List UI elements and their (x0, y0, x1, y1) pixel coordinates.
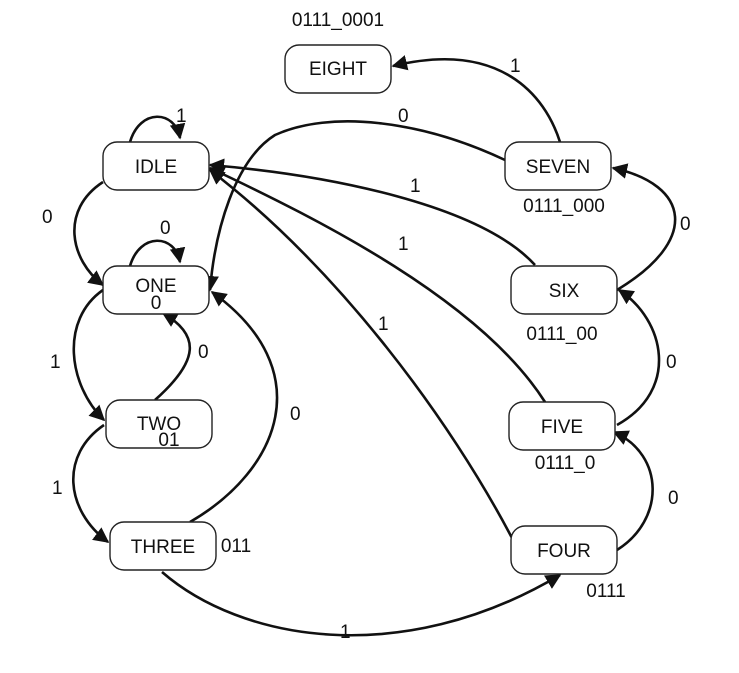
state-two: TWO (105, 399, 213, 449)
output-four: 0111 (586, 581, 625, 602)
state-three-label: THREE (131, 537, 195, 558)
edge-seven-to-eight: 1 (391, 55, 562, 143)
edge-label-one-self-loop: 0 (160, 218, 171, 239)
state-four-label: FOUR (537, 541, 591, 562)
output-seven: 0111_000 (523, 196, 605, 217)
output-five: 0111_0 (535, 453, 596, 474)
edge-label-idle-to-one: 0 (42, 207, 53, 228)
output-six: 0111_00 (526, 324, 597, 345)
edge-label-two-to-three: 1 (52, 478, 63, 499)
output-two: 01 (158, 430, 179, 451)
state-five: FIVE (508, 401, 616, 451)
state-eight: EIGHT (284, 44, 392, 94)
edge-label-two-to-one: 0 (198, 342, 209, 363)
edge-label-five-to-idle: 1 (398, 234, 409, 255)
edge-label-three-to-four: 1 (340, 622, 351, 643)
edge-five-to-six: 0 (616, 288, 677, 427)
edge-label-six-to-idle: 1 (410, 176, 421, 197)
edge-label-seven-to-one: 0 (398, 106, 409, 127)
edge-two-to-three: 1 (52, 423, 110, 544)
edge-label-one-to-two: 1 (50, 352, 61, 373)
edge-four-to-idle: 1 (208, 168, 514, 539)
output-eight: 0111_0001 (292, 10, 384, 31)
edge-label-six-to-seven: 0 (680, 214, 691, 235)
edge-idle-self-loop: 1 (128, 106, 187, 143)
state-seven-label: SEVEN (526, 157, 590, 178)
state-five-label: FIVE (541, 417, 583, 438)
edge-one-to-two: 1 (50, 288, 106, 422)
edge-three-to-four: 1 (161, 571, 562, 643)
edge-six-to-idle: 1 (208, 158, 536, 266)
state-one-label: ONE (135, 276, 176, 297)
edge-one-self-loop: 0 (128, 218, 186, 267)
state-idle-label: IDLE (135, 157, 177, 178)
state-two-label: TWO (137, 414, 181, 435)
state-four: FOUR (510, 525, 618, 575)
state-one: ONE (102, 265, 210, 315)
edge-label-three-to-one: 0 (290, 404, 301, 425)
state-idle: IDLE (102, 141, 210, 191)
state-six-label: SIX (549, 281, 580, 302)
edge-four-to-five: 0 (612, 430, 679, 552)
edge-label-idle-self-loop: 1 (176, 106, 187, 127)
state-three: THREE (109, 521, 217, 571)
edge-label-seven-to-eight: 1 (510, 56, 521, 77)
output-three: 011 (221, 536, 251, 557)
state-eight-label: EIGHT (309, 59, 367, 80)
edge-three-to-one: 0 (189, 290, 301, 524)
edge-idle-to-one: 0 (42, 180, 105, 287)
output-one: 0 (151, 293, 162, 314)
edge-label-four-to-five: 0 (668, 488, 679, 509)
edge-seven-to-one: 0 (203, 106, 506, 292)
edge-label-four-to-idle: 1 (378, 314, 389, 335)
state-seven: SEVEN (504, 141, 612, 191)
state-six: SIX (510, 265, 618, 315)
edge-five-to-idle: 1 (208, 166, 547, 403)
edge-six-to-seven: 0 (611, 163, 691, 292)
edge-two-to-one: 0 (154, 311, 209, 401)
edge-label-five-to-six: 0 (666, 352, 677, 373)
